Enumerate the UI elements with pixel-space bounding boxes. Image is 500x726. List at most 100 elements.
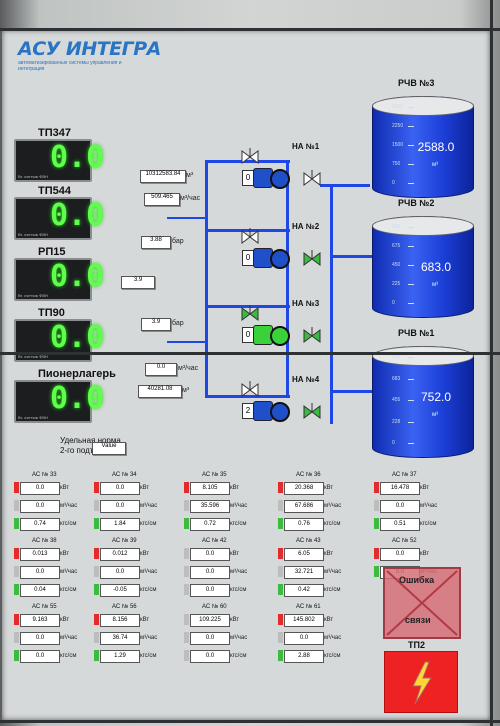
outlet-valve-icon[interactable] [302, 324, 322, 344]
ac-unit: м³/час [60, 503, 78, 509]
ac-status-flag [184, 632, 189, 643]
tank-tick-mark [408, 421, 414, 423]
ac-value: 0.0 [380, 500, 420, 513]
ac-status-flag [94, 548, 99, 559]
substation-footer: Вт. счетчик ФВН [18, 293, 48, 298]
ac-station-title: АС № 33 [32, 472, 57, 478]
ac-unit: м³/час [230, 635, 248, 641]
tank-tick: 450 [392, 262, 401, 268]
tank-tick: 910 [392, 354, 401, 360]
ac-station-title: АС № 55 [32, 604, 57, 610]
pump-unit[interactable]: 0 [242, 168, 290, 189]
ac-status-flag [184, 548, 189, 559]
ac-value: 1.84 [100, 518, 140, 531]
outlet-valve-icon[interactable] [302, 400, 322, 420]
inlet-valve-icon[interactable] [240, 145, 260, 165]
tank-tick-mark [408, 303, 414, 304]
ac-unit: м³/час [60, 569, 78, 575]
ac-station-title: АС № 42 [202, 538, 227, 544]
ac-station-title: АС № 56 [112, 604, 137, 610]
ac-status-flag [278, 518, 283, 529]
ac-status-flag [14, 482, 19, 493]
ac-station-title: АС № 60 [202, 604, 227, 610]
ac-value: 35.596 [190, 500, 230, 513]
pump-icon [270, 402, 290, 422]
ac-unit: кгс/см [324, 587, 341, 593]
substation-footer: Вт. счетчик ФВН [18, 354, 48, 359]
pipe-tank-3 [320, 184, 370, 187]
tank-unit: м³ [432, 412, 439, 418]
pump-icon [270, 326, 290, 346]
tank-lid [372, 216, 474, 236]
ac-unit: кгс/см [230, 521, 247, 527]
pipe-pump-4 [205, 395, 290, 398]
inlet-valve-icon[interactable] [240, 225, 260, 245]
outlet-valve-icon[interactable] [302, 167, 322, 187]
tank-tick-mark [408, 164, 414, 165]
ac-unit: м³/час [140, 635, 158, 641]
error-line-1: Ошибка [399, 575, 435, 585]
ac-station-title: АС № 39 [112, 538, 137, 544]
pump-unit[interactable]: 0 [242, 248, 290, 269]
ac-status-flag [278, 482, 283, 493]
ac-status-flag [94, 518, 99, 529]
ac-unit: кВт [324, 551, 334, 557]
ac-status-flag [278, 566, 283, 577]
ac-value: 8.156 [100, 614, 140, 627]
pressure-2-unit: бар [172, 320, 184, 327]
tank-tick: 683 [392, 375, 401, 382]
pump-label: НА №1 [292, 142, 320, 151]
reservoir-tank[interactable] [372, 96, 474, 198]
ac-unit: кгс/см [324, 521, 341, 527]
inlet-valve-icon[interactable] [240, 378, 260, 398]
ac-value: 109.225 [190, 614, 230, 627]
ac-status-flag [278, 632, 283, 643]
ac-station-title: АС № 43 [296, 538, 321, 544]
ac-status-flag [14, 650, 19, 661]
ac-status-flag [374, 566, 379, 577]
ac-unit: кВт [140, 485, 150, 491]
norm-value[interactable]: Value [92, 442, 126, 455]
screen-seam [0, 28, 500, 31]
ac-status-flag [184, 518, 189, 529]
ac-value: 0.0 [20, 632, 60, 645]
tank-tick: 750 [392, 161, 401, 167]
ac-value: 0.72 [190, 518, 230, 531]
ac-value: 16.478 [380, 482, 420, 495]
reservoir-tank[interactable] [372, 346, 474, 458]
ac-value: 0.0 [190, 584, 230, 597]
tank-tick-mark [408, 227, 414, 228]
tank-tick: 900 [392, 224, 401, 230]
ac-value: 6.05 [284, 548, 324, 561]
ac-unit: кВт [140, 617, 150, 623]
pump-unit[interactable]: 2 [242, 401, 290, 422]
ac-status-flag [14, 566, 19, 577]
ac-status-flag [184, 566, 189, 577]
ac-status-flag [94, 650, 99, 661]
ac-value: 0.0 [20, 500, 60, 513]
screen-seam [0, 720, 500, 723]
reservoir-tank[interactable] [372, 216, 474, 318]
substation-footer: Вт. счетчик ФВН [18, 415, 48, 420]
lightning-icon [412, 661, 432, 705]
ac-value: 9.163 [20, 614, 60, 627]
ac-unit: кВт [324, 617, 334, 623]
inlet-valve-icon[interactable] [240, 302, 260, 322]
pump-unit[interactable]: 0 [242, 325, 290, 346]
tank-title: РЧВ №3 [398, 78, 435, 88]
tank-tick-mark [408, 284, 414, 285]
tp2-alarm[interactable] [384, 651, 458, 713]
ac-status-flag [184, 614, 189, 625]
pipe-tank-1 [330, 390, 372, 393]
ac-unit: кВт [60, 485, 70, 491]
outlet-valve-icon[interactable] [302, 247, 322, 267]
tank-tick-mark [408, 400, 414, 401]
ac-status-flag [278, 500, 283, 511]
flow-rate: 509.465 [144, 193, 180, 206]
tank-level: 752.0 [420, 390, 452, 404]
norm-label: Удельная норма [60, 436, 121, 445]
flow-total-2: 40281.08 [138, 385, 182, 398]
substation-value: 0.0 [50, 381, 105, 416]
ac-station-title: АС № 52 [392, 538, 417, 544]
ac-status-flag [14, 518, 19, 529]
